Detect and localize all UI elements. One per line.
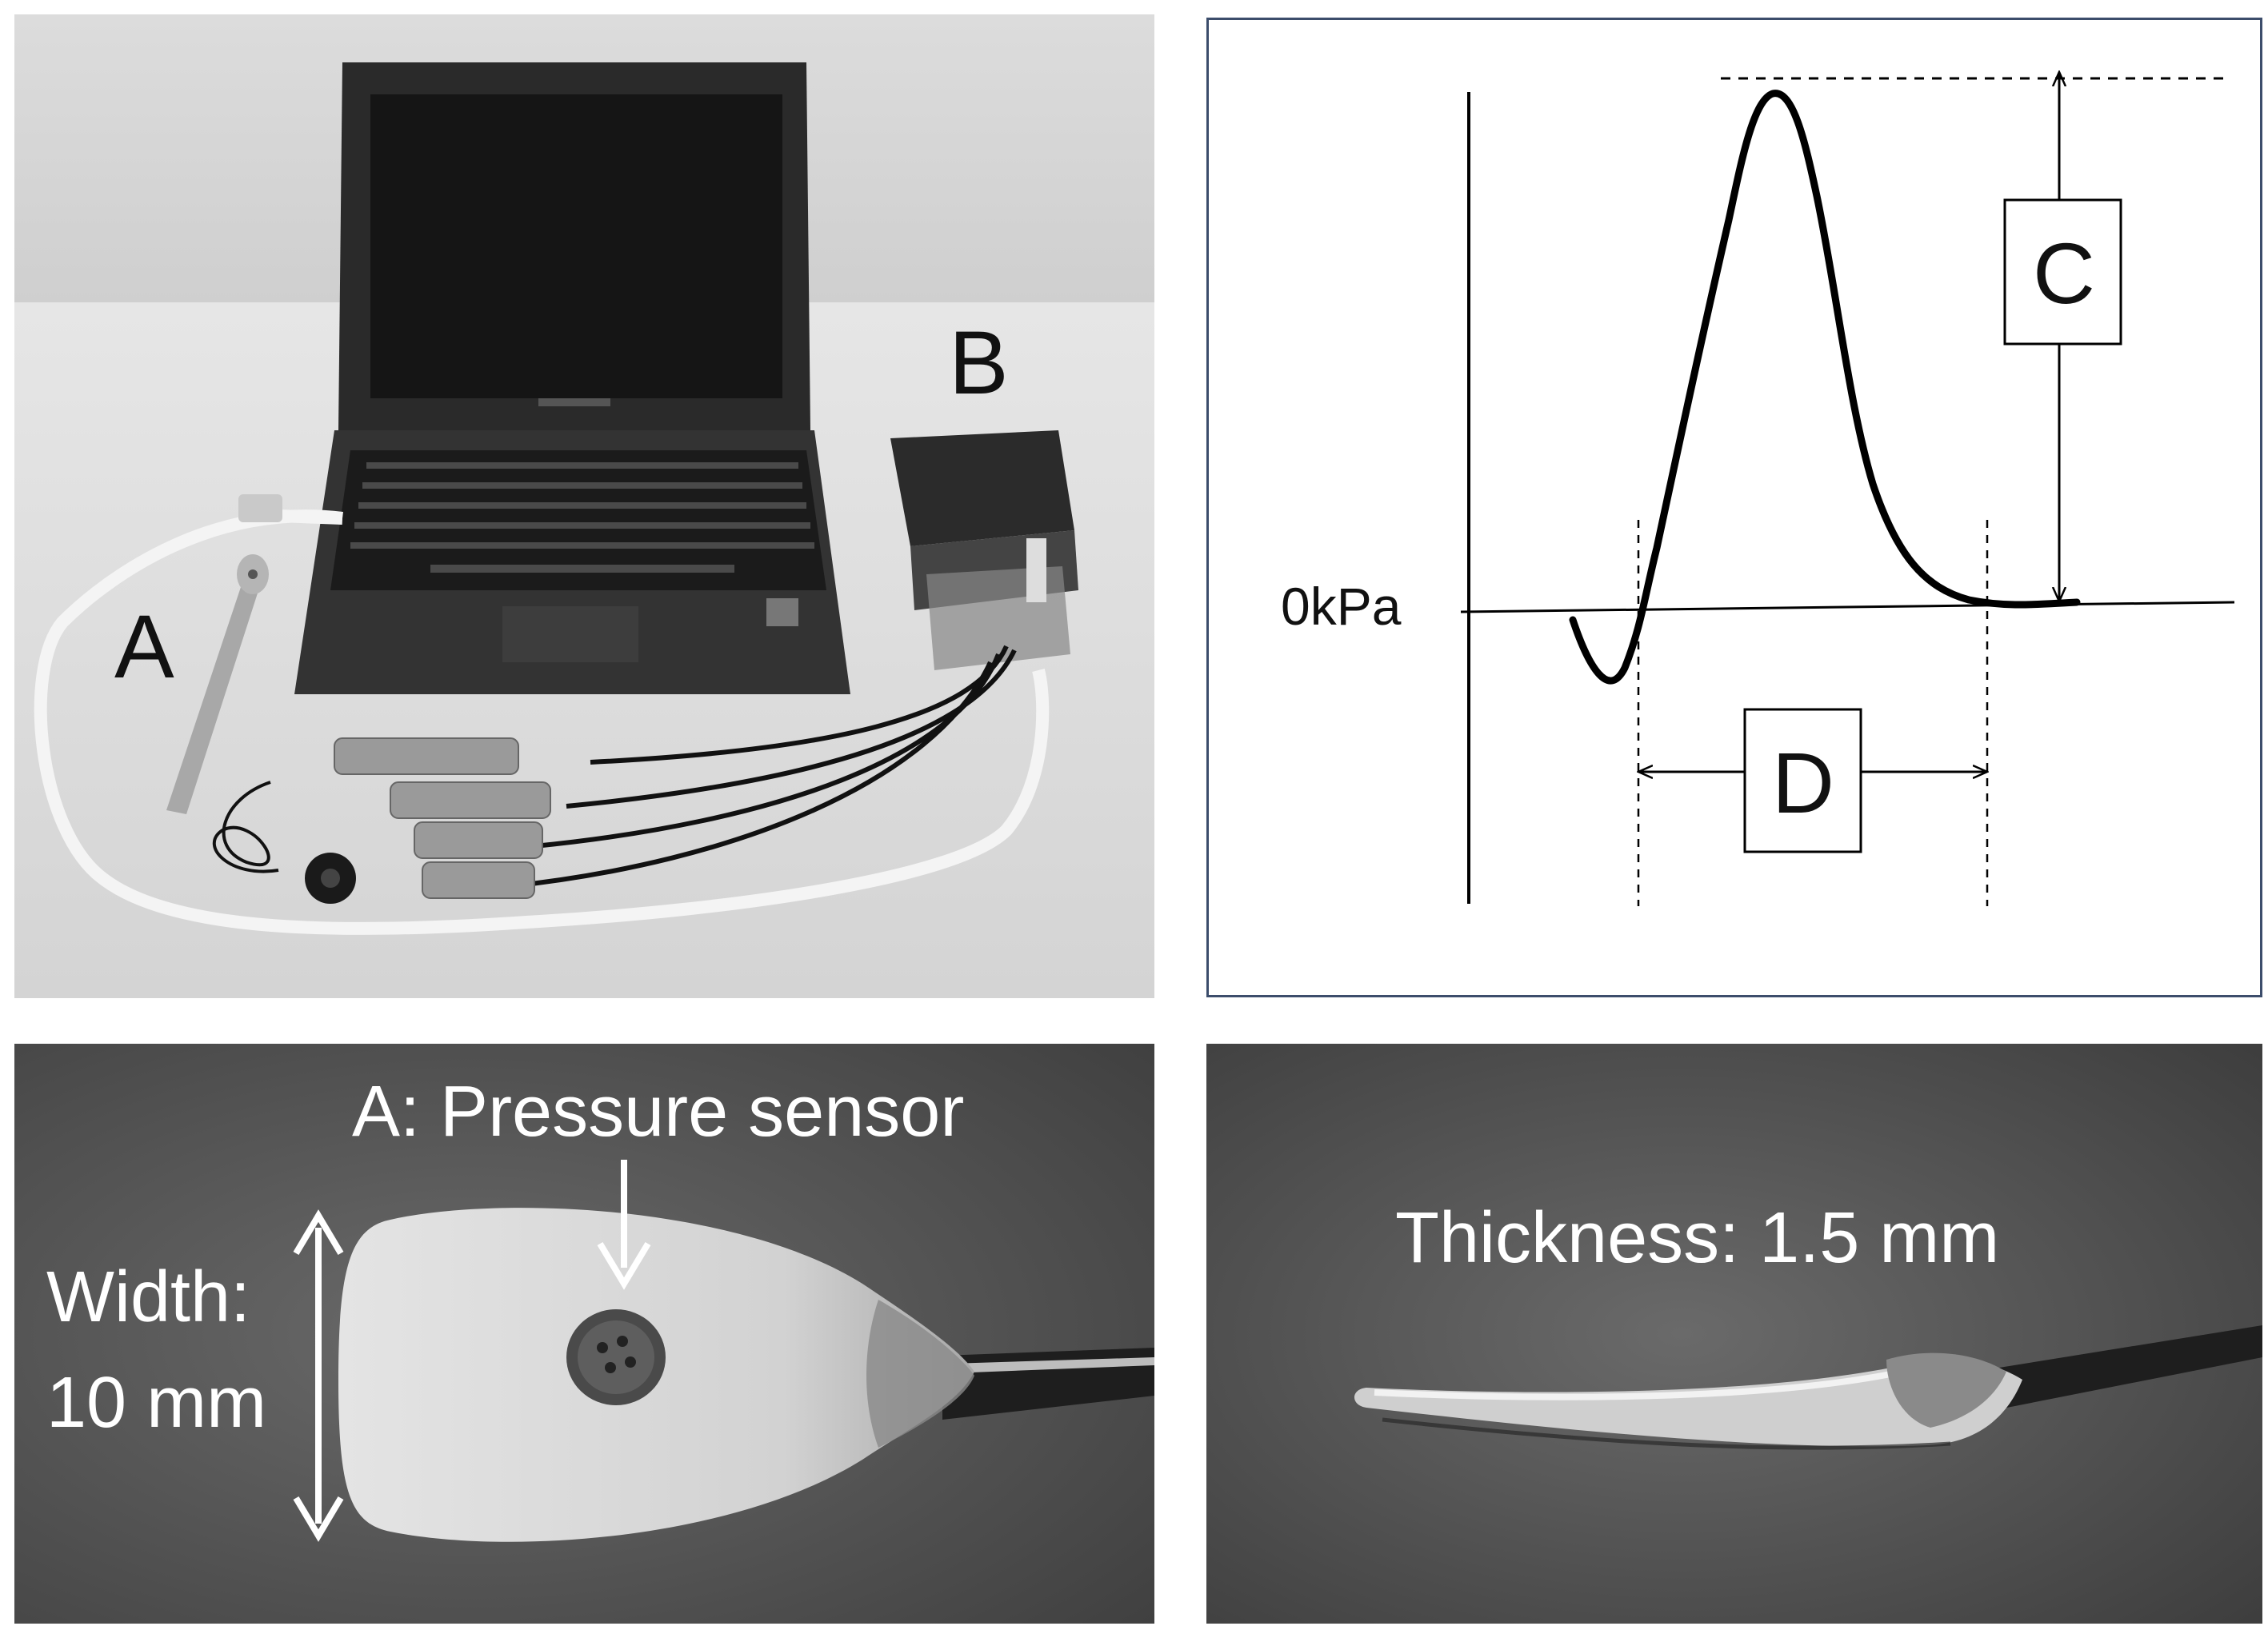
amplifier-box-icon [890, 430, 1078, 670]
width-label-line2: 10 mm [46, 1363, 267, 1443]
setup-photo-illustration [14, 14, 1154, 998]
connector-icon [334, 737, 551, 899]
c-label-box [2003, 198, 2122, 346]
waveform-svg [1460, 20, 2235, 906]
label-b: B [949, 313, 1009, 413]
sensor-label: A: Pressure sensor [352, 1072, 965, 1152]
label-a: A [114, 597, 174, 697]
sensor-side-profile-icon [1354, 1352, 2022, 1450]
thickness-label: Thickness: 1.5 mm [1395, 1198, 2000, 1278]
width-label-line1: Width: [46, 1257, 251, 1337]
baseline-line [1460, 601, 2235, 613]
pressure-sensor-disc-icon [566, 1309, 666, 1405]
down-arrow-icon [597, 1160, 651, 1290]
c-label: C [2033, 225, 2095, 322]
baseline-label: 0kPa [1281, 577, 1402, 636]
sensor-top-photo-panel: A: Pressure sensor Width: 10 mm [14, 1044, 1154, 1624]
setup-photo-panel: A B [14, 14, 1154, 998]
pressure-waveform-curve [1569, 90, 2081, 685]
sensor-top-illustration [14, 1044, 1154, 1624]
laptop-icon [294, 62, 850, 694]
sensor-side-photo-panel: Thickness: 1.5 mm [1206, 1044, 2262, 1624]
d-label: D [1772, 734, 1834, 831]
waveform-diagram-panel: 0kPa C D [1206, 18, 2262, 997]
double-arrow-icon [293, 1209, 344, 1542]
sensor-side-illustration [1206, 1044, 2262, 1624]
sensor-probe-icon [166, 554, 269, 814]
d-label-box [1743, 708, 1862, 853]
cable-icon [34, 509, 1050, 935]
